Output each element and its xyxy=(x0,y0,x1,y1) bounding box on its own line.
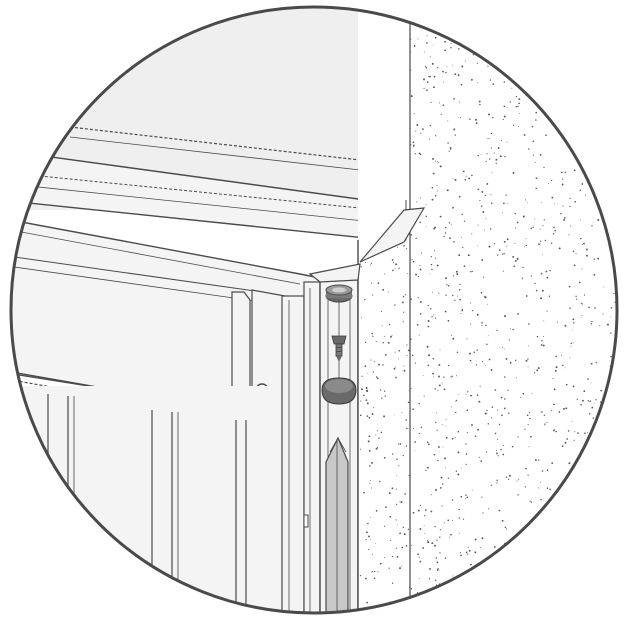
screw-icon xyxy=(331,335,347,362)
cassette-end-plate xyxy=(231,291,251,403)
dome-cap-icon xyxy=(321,377,357,405)
detail-circle-border xyxy=(9,5,619,615)
upper-glazing-bead xyxy=(69,126,405,166)
end-cap-icon xyxy=(325,284,353,303)
screwdriver-icon xyxy=(325,436,349,613)
plaster-wall xyxy=(357,7,617,613)
lower-frame xyxy=(11,386,300,613)
